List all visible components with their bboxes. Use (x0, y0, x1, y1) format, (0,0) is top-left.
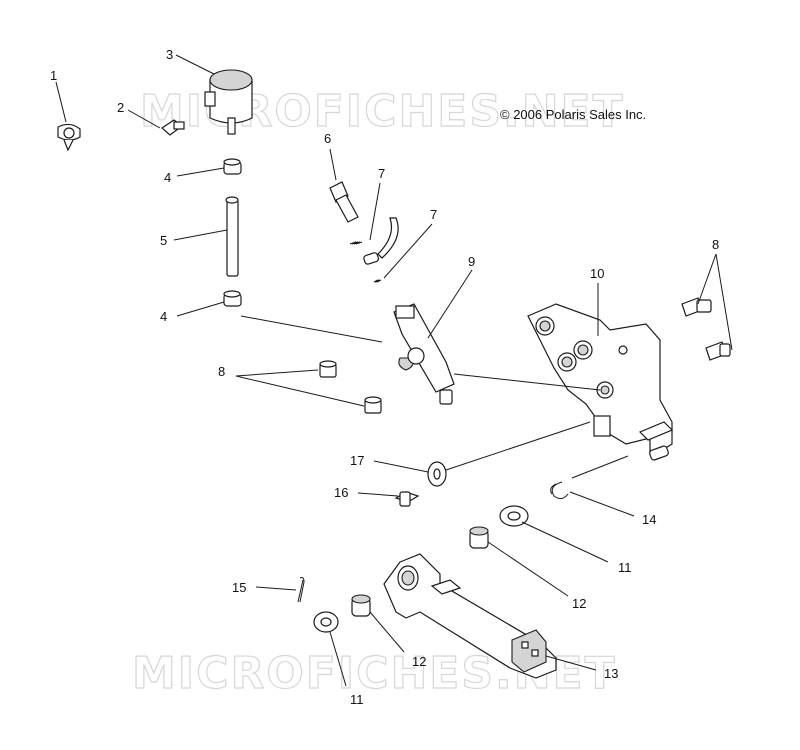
callout-15: 15 (232, 580, 246, 595)
callout-7a: 7 (378, 166, 385, 181)
part-bushing-12a (469, 526, 489, 549)
leader-lines (55, 54, 733, 687)
callout-11a: 11 (618, 560, 632, 575)
part-washer-17 (427, 461, 447, 487)
part-master-cylinder (393, 303, 455, 405)
part-washer-11b (313, 611, 339, 633)
part-fitting-bottom (223, 290, 242, 307)
part-cotter-pin (297, 577, 305, 603)
callout-12a: 12 (572, 596, 586, 611)
part-pedal-pad (511, 629, 547, 673)
callout-17: 17 (350, 453, 364, 468)
callout-8b: 8 (712, 237, 719, 252)
callout-13: 13 (604, 666, 618, 681)
part-fitting-6 (329, 181, 359, 223)
part-screw-2 (161, 119, 185, 136)
callout-11b: 11 (350, 692, 364, 707)
callout-8a: 8 (218, 364, 225, 379)
callout-16: 16 (334, 485, 348, 500)
part-clip-7a (349, 241, 363, 245)
part-bolt-16 (394, 491, 420, 507)
part-bolt-8a (319, 360, 337, 378)
part-washer-11a (499, 505, 529, 527)
part-hose (225, 196, 239, 277)
callout-5: 5 (160, 233, 167, 248)
part-bushing-12b (351, 594, 371, 617)
callout-3: 3 (166, 47, 173, 62)
callout-14: 14 (642, 512, 656, 527)
part-hose-clamp (57, 123, 81, 152)
callout-7b: 7 (430, 207, 437, 222)
part-spring-clip (550, 481, 569, 500)
part-clip-7b (363, 217, 399, 283)
callout-6: 6 (324, 131, 331, 146)
part-bolt-8d (705, 341, 731, 361)
part-bolt-8c (681, 297, 712, 317)
callout-4a: 4 (164, 170, 171, 185)
part-fitting-top (223, 158, 242, 175)
callout-10: 10 (590, 266, 604, 281)
callout-12b: 12 (412, 654, 426, 669)
part-reservoir (204, 69, 253, 135)
callout-4b: 4 (160, 309, 167, 324)
callout-2: 2 (117, 100, 124, 115)
copyright-text: © 2006 Polaris Sales Inc. (500, 107, 646, 122)
callout-1: 1 (50, 68, 57, 83)
part-bracket (527, 303, 674, 461)
callout-labels: 1 2 3 4 5 4 6 7 7 8 9 10 8 17 16 14 11 1… (50, 47, 719, 707)
part-bolt-8b (364, 396, 382, 414)
callout-9: 9 (468, 254, 475, 269)
